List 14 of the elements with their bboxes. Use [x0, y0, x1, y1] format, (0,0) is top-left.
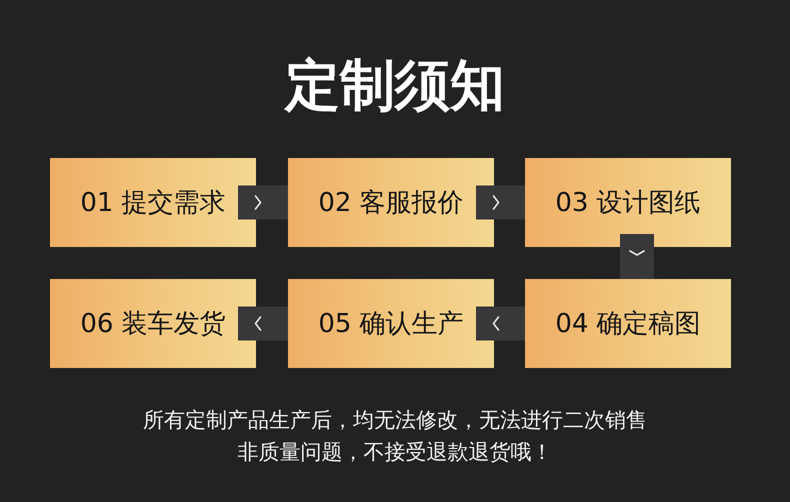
chevron-arrow	[238, 186, 288, 220]
chevron-arrow	[476, 186, 525, 220]
note-text: 所有定制产品生产后，均无法修改，无法进行二次销售	[143, 409, 647, 431]
note-text: 非质量问题，不接受退款退货哦！	[238, 441, 552, 463]
step-box: 03 设计图纸	[525, 158, 731, 247]
step-box: 06 装车发货	[50, 279, 256, 368]
chevron-arrow	[620, 234, 654, 279]
chevron-arrow	[238, 306, 288, 340]
step-box: 05 确认生产	[288, 279, 494, 368]
step-box: 04 确定稿图	[525, 279, 731, 368]
heading: 定制须知	[285, 58, 505, 113]
step-box: 01 提交需求	[50, 158, 256, 247]
step-box: 02 客服报价	[288, 158, 494, 247]
chevron-arrow	[476, 306, 525, 340]
